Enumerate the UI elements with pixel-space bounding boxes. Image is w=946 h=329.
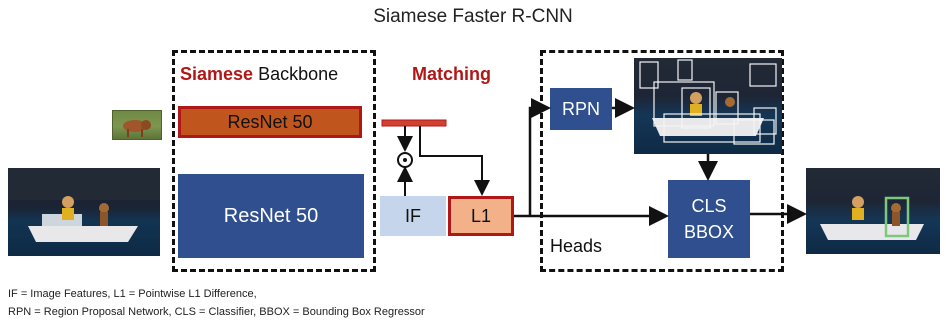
rpn-block: RPN [550,88,612,130]
backbone-label-siamese: Siamese [180,64,254,84]
query-resnet-block: ResNet 50 [178,106,362,138]
legend-line-2: RPN = Region Proposal Network, CLS = Cla… [8,306,425,318]
region-proposals-icon [639,59,777,145]
boat-scene-icon [8,168,160,242]
query-feature-bar [381,119,447,127]
detection-result-icon [820,196,924,240]
arrow-l1-to-rpn [528,98,551,216]
matching-label: Matching [412,64,491,84]
output-image [806,168,940,254]
proposals-image [634,58,782,154]
query-image [112,110,162,140]
input-image [8,168,160,256]
backbone-label-rest: Backbone [258,64,339,84]
arrow-feature-to-l1 [419,126,490,196]
cls-label: CLS [691,196,727,216]
backbone-label: Siamese Backbone [180,64,338,85]
heads-container [540,50,784,272]
image-resnet-block: ResNet 50 [178,174,364,258]
dog-icon [123,120,151,137]
cls-bbox-block: CLS BBOX [668,180,750,258]
backbone-container [172,50,376,272]
l1-block: L1 [448,196,514,236]
legend-line-1: IF = Image Features, L1 = Pointwise L1 D… [8,288,257,300]
if-block: IF [380,196,446,236]
heads-label: Heads [550,236,603,256]
bbox-label: BBOX [683,222,735,242]
diagram-title: Siamese Faster R-CNN [373,6,573,27]
